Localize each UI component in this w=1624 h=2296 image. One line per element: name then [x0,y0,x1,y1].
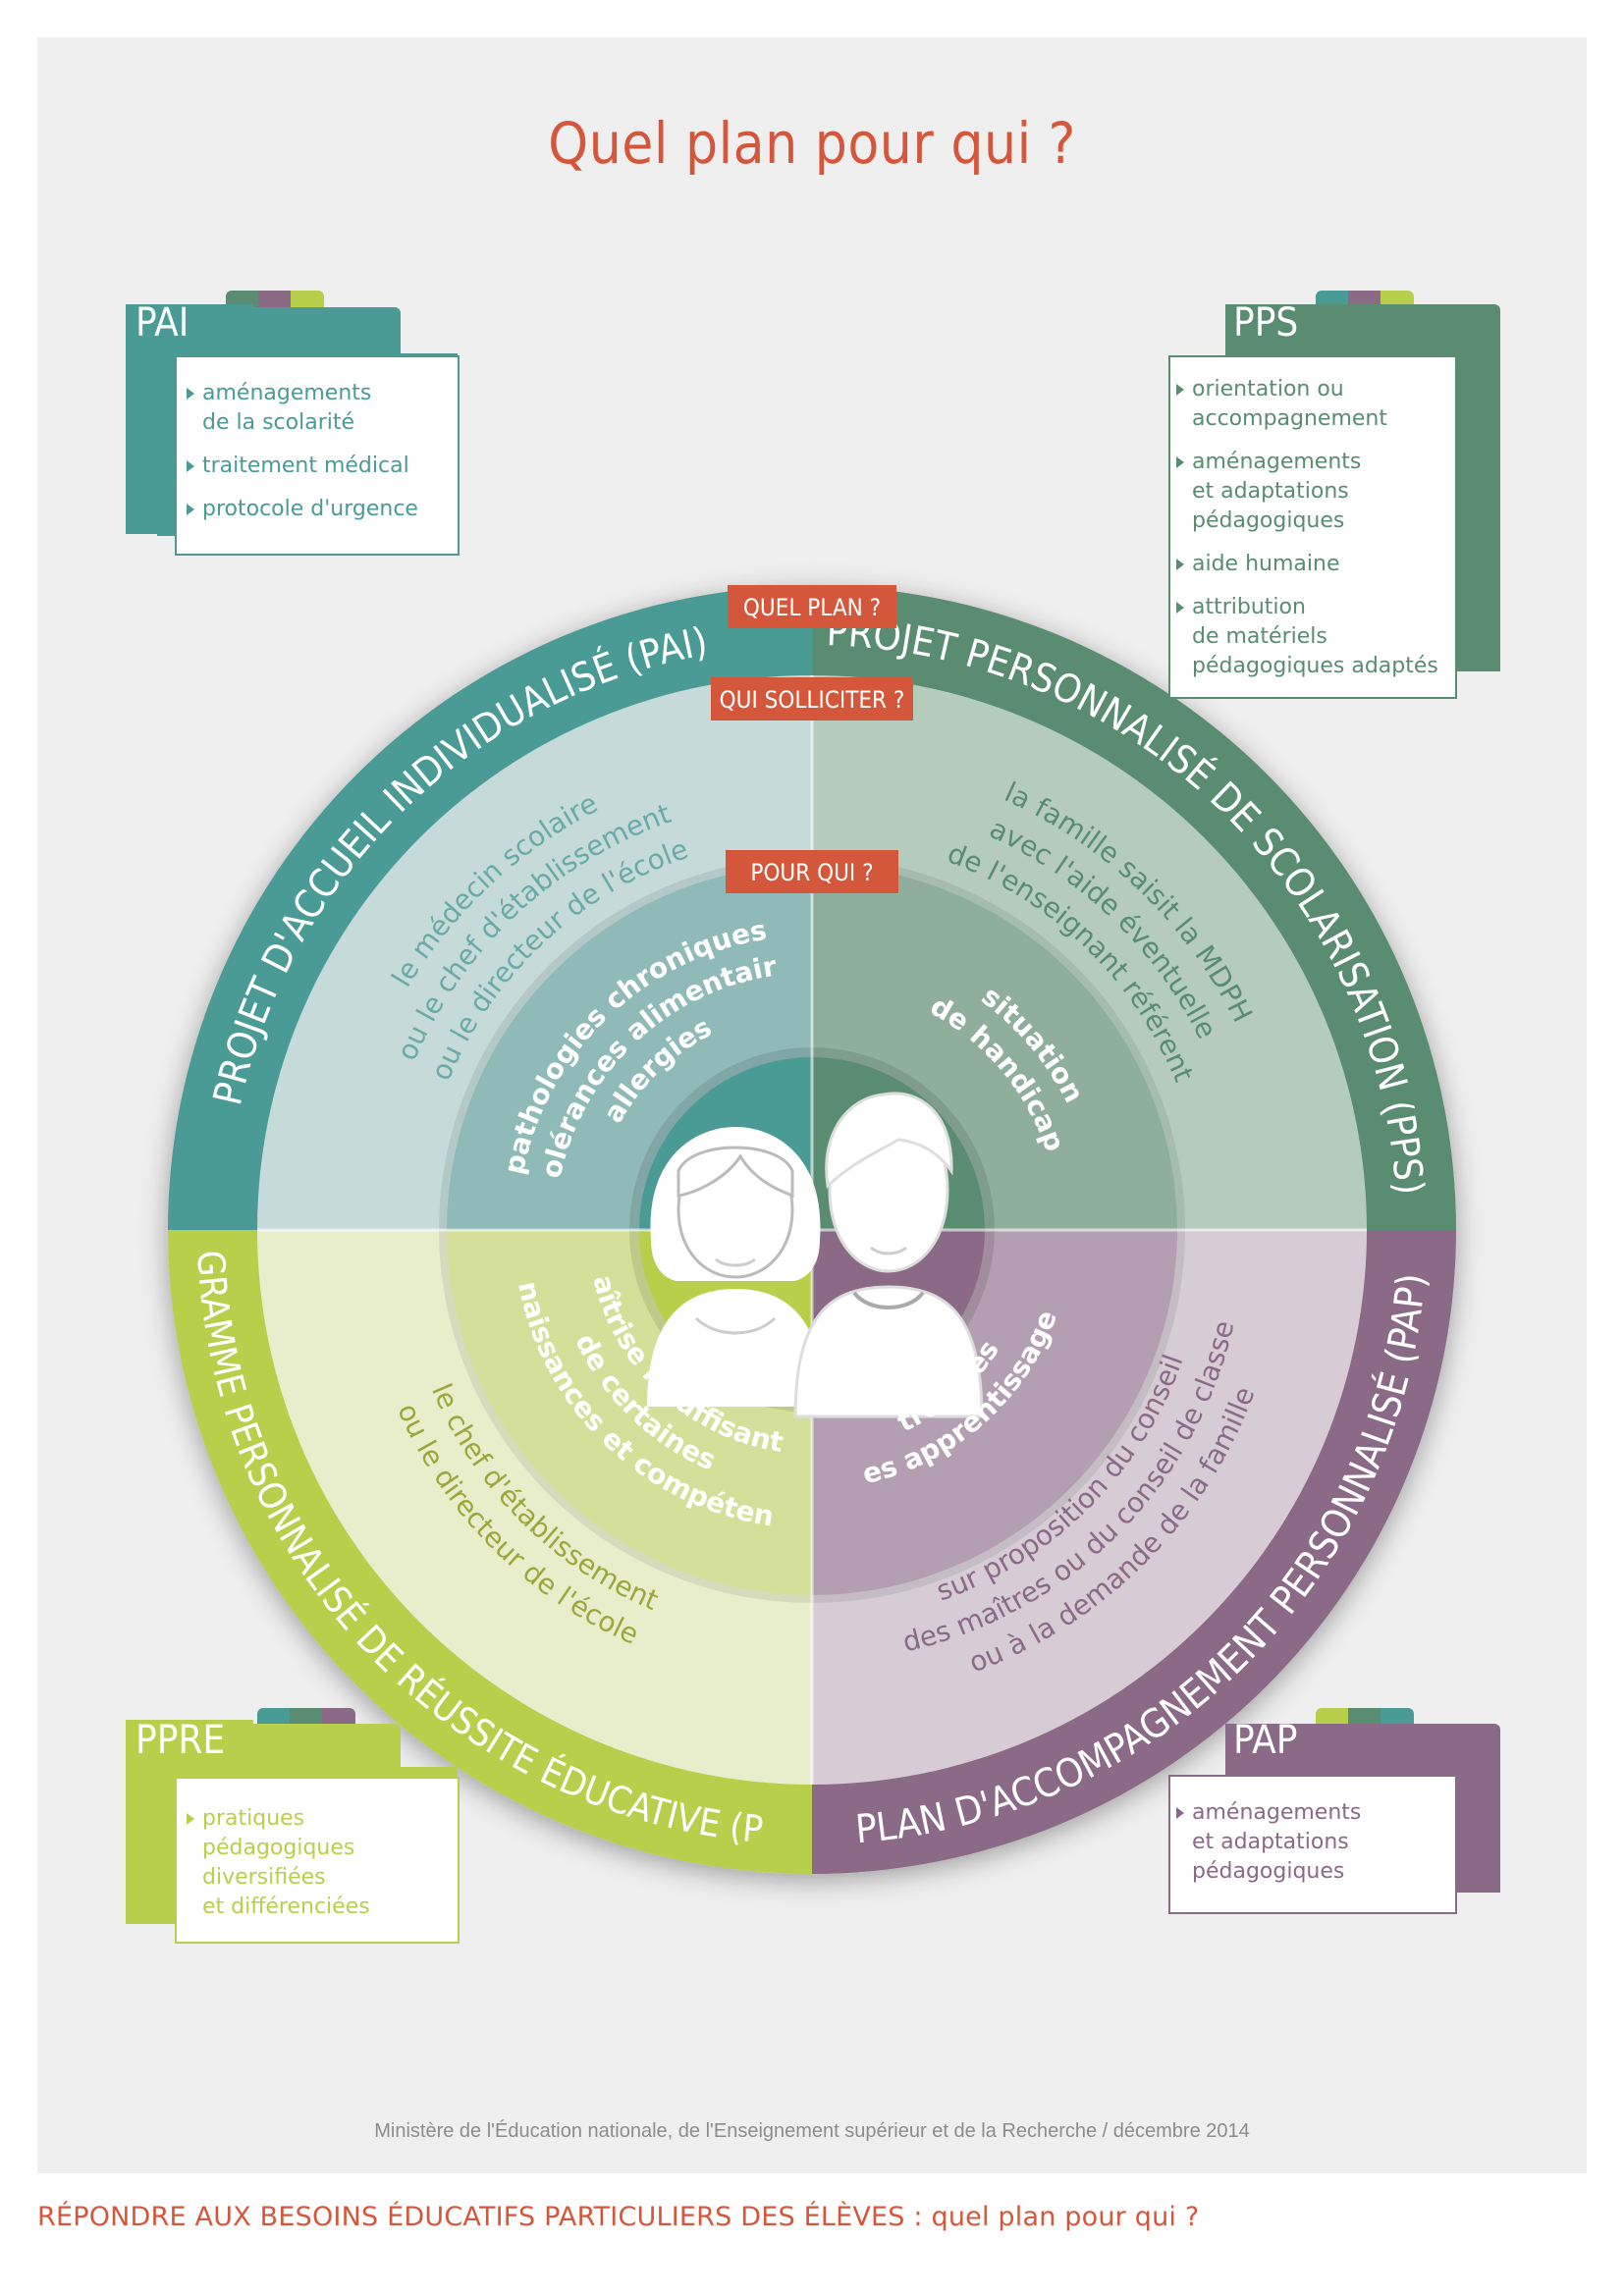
card-ppre-title: PPRE [135,1718,226,1763]
card-pap-item-text: aménagements et adaptations pédagogiques [1192,1800,1362,1884]
card-pai-item-text: traitement médical [202,454,409,478]
card-pap-item: aménagements et adaptations pédagogiques [1176,1798,1447,1887]
card-ppre-item: pratiques pédagogiques diversifiées et d… [187,1804,448,1922]
bullet-icon [1176,602,1184,614]
card-pps-item: aménagements et adaptations pédagogiques [1176,448,1447,536]
bullet-icon [1176,559,1184,570]
girl-icon [647,1127,824,1407]
page-title: Quel plan pour qui ? [548,110,1076,177]
label-qui-solliciter-bg [711,677,913,721]
bullet-icon [187,388,194,400]
card-pai-item-text: aménagements de la scolarité [202,381,372,435]
bullet-icon [187,460,194,472]
card-pps-title: PPS [1233,300,1299,346]
card-pps-item-text: attribution de matériels pédagogiques ad… [1192,595,1438,678]
footer-credit: Ministère de l'Éducation nationale, de l… [374,2120,1250,2142]
card-pps-item-text: orientation ou accompagnement [1192,377,1387,431]
bullet-icon [1176,456,1184,468]
label-qui-solliciter: QUI SOLLICITER ? [720,686,905,714]
card-pai-item: protocole d'urgence [187,495,448,524]
boy-icon [793,1092,984,1418]
label-quel-plan: QUEL PLAN ? [743,594,881,621]
card-pai-folder [126,307,401,356]
card-pps-item-text: aménagements et adaptations pédagogiques [1192,450,1362,533]
card-pai-body: aménagements de la scolarité traitement m… [175,355,460,556]
label-pour-qui-bg [726,850,898,893]
card-pai-item: aménagements de la scolarité [187,379,448,438]
card-pps-item: attribution de matériels pédagogiques ad… [1176,593,1447,681]
footer-title: RÉPONDRE AUX BESOINS ÉDUCATIFS PARTICULI… [37,2202,1200,2232]
card-pps-item: orientation ou accompagnement [1176,375,1447,434]
card-pai-title: PAI [135,300,189,346]
card-pai-item: traitement médical [187,452,448,481]
card-ppre-item-text: pratiques pédagogiques diversifiées et d… [202,1806,370,1919]
bullet-icon [1176,384,1184,396]
bullet-icon [1176,1807,1184,1819]
card-pps-item: aide humaine [1176,550,1447,579]
card-pps-body: orientation ou accompagnement aménagement… [1168,355,1457,699]
label-pour-qui: POUR QUI ? [750,859,873,886]
card-pai-item-text: protocole d'urgence [202,497,418,521]
card-ppre-folder [126,1724,401,1773]
card-pap-title: PAP [1233,1718,1298,1763]
bullet-icon [187,504,194,515]
card-pps-item-text: aide humaine [1192,552,1340,576]
bullet-icon [187,1813,194,1825]
card-ppre-body: pratiques pédagogiques diversifiées et d… [175,1777,460,1944]
label-quel-plan-bg [728,585,896,628]
card-pap-body: aménagements et adaptations pédagogiques [1168,1775,1457,1914]
